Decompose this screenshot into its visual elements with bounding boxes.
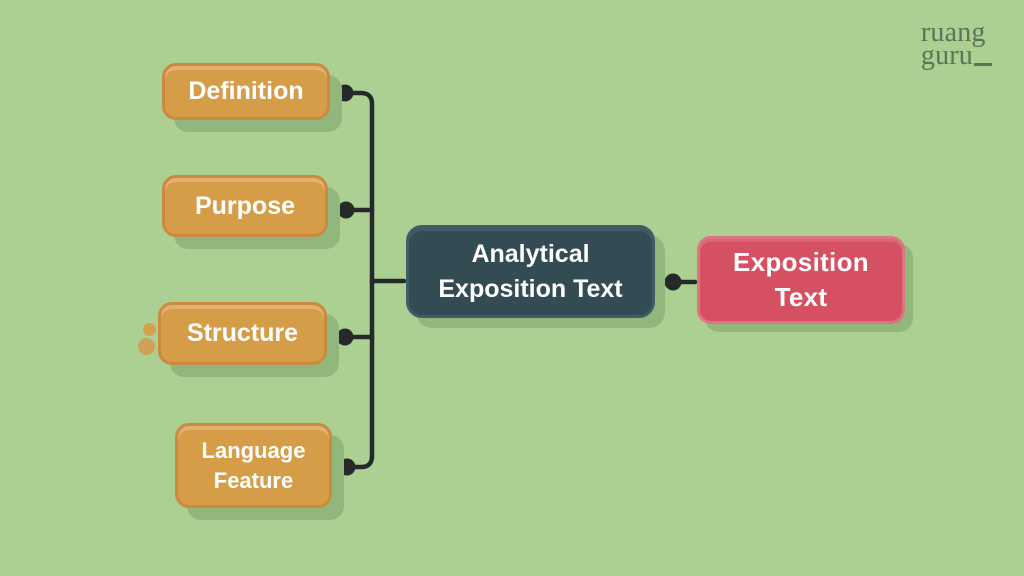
center-node-analytical-exposition-text: Analytical Exposition Text — [406, 225, 655, 318]
branch-label: Definition — [188, 77, 304, 105]
branch-node-purpose: Purpose — [162, 175, 328, 237]
logo-underline — [974, 63, 992, 66]
result-label-line-2: Text — [774, 282, 828, 312]
ruangguru-logo: ruang guru — [920, 17, 992, 71]
connector-dot-definition — [336, 84, 354, 102]
center-label-line-2: Exposition Text — [438, 274, 623, 303]
branch-node-definition: Definition — [162, 63, 330, 120]
branch-node-structure: Structure — [158, 302, 327, 365]
logo-text-guru: guru — [920, 39, 973, 71]
branch-label-line-1: Language — [201, 437, 306, 463]
logo-text-ruang: ruang — [920, 17, 986, 48]
connector-dot-language-feature — [338, 458, 356, 476]
result-label-line-1: Exposition — [733, 246, 869, 277]
branch-label-line-2: Feature — [213, 467, 294, 493]
branch-label: Structure — [186, 319, 299, 347]
decorative-dot-small — [143, 323, 156, 336]
spine-connector — [342, 90, 375, 470]
decorative-dot-big — [138, 338, 155, 355]
center-label-line-1: Analytical — [471, 239, 590, 268]
connector-dot-purpose — [337, 201, 355, 219]
logo-line-guru: guru — [920, 39, 992, 71]
result-node-exposition-text: Exposition Text — [697, 236, 905, 324]
branch-label: Purpose — [194, 191, 296, 220]
logo-line-ruang: ruang — [920, 17, 992, 48]
branch-node-language-feature: Language Feature — [175, 423, 332, 508]
connector-dot-structure — [336, 328, 354, 346]
connector-dot-center-result — [664, 273, 682, 291]
